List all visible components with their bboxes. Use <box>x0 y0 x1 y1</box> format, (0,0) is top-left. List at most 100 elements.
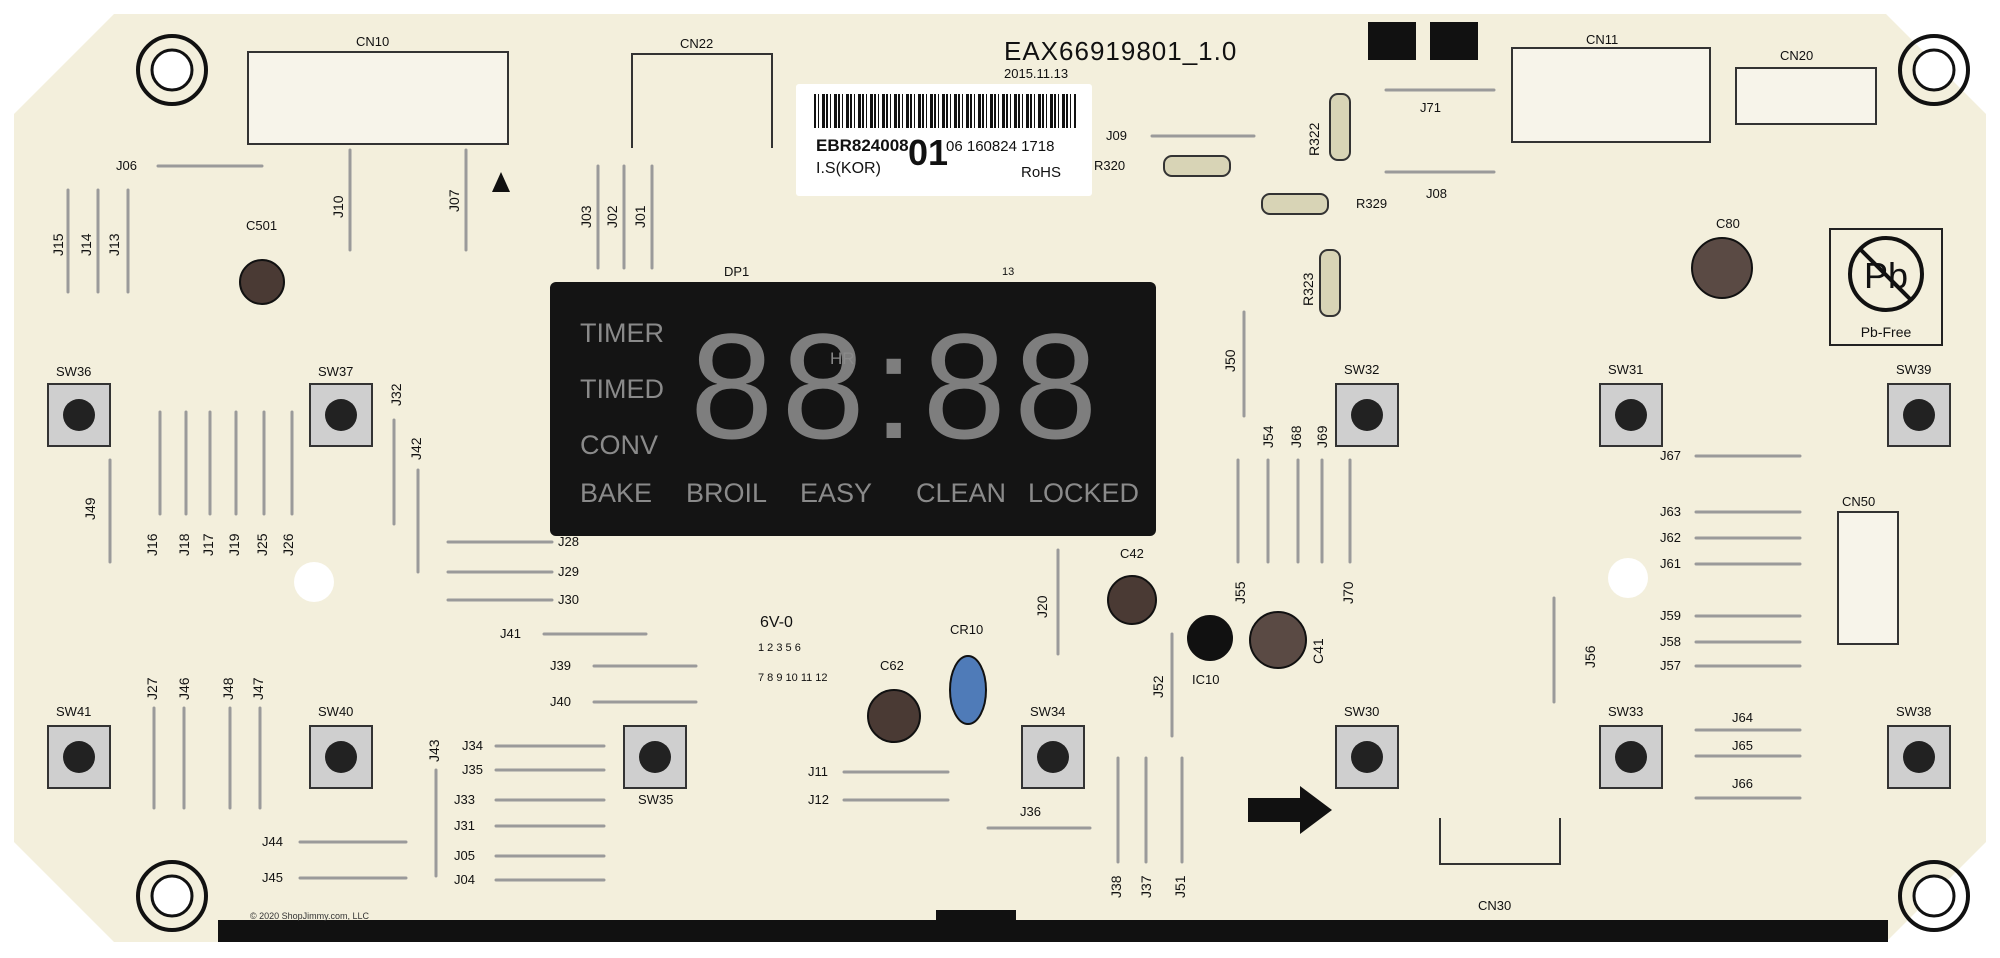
jumper-label: J63 <box>1660 504 1681 519</box>
jumper-label: J64 <box>1732 710 1753 725</box>
connector-label: CN50 <box>1842 494 1876 509</box>
display-conv-label: CONV <box>580 430 659 460</box>
jumper-label: J18 <box>176 533 192 556</box>
jumper-label: J39 <box>550 658 571 673</box>
jumper-label: J31 <box>454 818 475 833</box>
jumper-label: J69 <box>1314 425 1330 448</box>
mounting-holes <box>136 34 1970 932</box>
display-clean-label: CLEAN <box>916 478 1007 508</box>
component-label: C501 <box>246 218 278 233</box>
jumper-label: J30 <box>558 592 579 607</box>
switch-label: SW31 <box>1608 362 1644 377</box>
ul-table-row2: 7 8 9 10 11 12 <box>758 672 828 684</box>
copyright: © 2020 ShopJimmy.com, LLC <box>250 911 370 921</box>
sticker-version: 01 <box>908 132 949 173</box>
flammability-rating: 6V-0 <box>760 614 793 631</box>
jumper-label: J08 <box>1426 186 1447 201</box>
component-label: R322 <box>1306 122 1322 156</box>
jumper-label: J43 <box>426 739 442 762</box>
jumper-label: J71 <box>1420 100 1441 115</box>
component-label: IC10 <box>1192 672 1220 687</box>
switch-label: SW34 <box>1030 704 1066 719</box>
jumper-label: J28 <box>558 534 579 549</box>
jumper-label: J54 <box>1260 425 1276 448</box>
jumper-label: J04 <box>454 872 475 887</box>
jumper-label: J36 <box>1020 804 1041 819</box>
jumper-label: J55 <box>1232 581 1248 604</box>
display-timer-label: TIMER <box>580 318 664 348</box>
lcd-display: TIMER TIMED CONV 88:88 HR BAKE BROIL EAS… <box>550 282 1156 536</box>
jumper-label: J59 <box>1660 608 1681 623</box>
jumper-label: J29 <box>558 564 579 579</box>
pb-free-mark: Pb Pb-Free <box>1829 228 1943 346</box>
switch-label: SW38 <box>1896 704 1932 719</box>
part-number: EAX66919801_1.0 <box>1004 36 1238 66</box>
jumper-label: J16 <box>144 533 160 556</box>
jumper-label: J66 <box>1732 776 1753 791</box>
pb-free-icon: Pb <box>1848 236 1924 312</box>
jumper-label: J10 <box>330 195 346 218</box>
display-broil-label: BROIL <box>686 478 768 508</box>
jumper-label: J61 <box>1660 556 1681 571</box>
switch-label: SW30 <box>1344 704 1380 719</box>
jumper-label: J06 <box>116 158 137 173</box>
jumper-label: J27 <box>144 677 160 700</box>
display-locked-label: LOCKED <box>1028 478 1140 508</box>
jumper-label: J11 <box>808 764 828 779</box>
jumper-label: J67 <box>1660 448 1681 463</box>
display-digits: 88:88 <box>690 302 1106 470</box>
board-date: 2015.11.13 <box>1004 66 1069 81</box>
jumper-label: J65 <box>1732 738 1753 753</box>
component-label: CR10 <box>950 622 984 637</box>
jumper-label: J58 <box>1660 634 1681 649</box>
display-easy-label: EASY <box>800 478 873 508</box>
svg-text:Pb: Pb <box>1864 255 1908 296</box>
display-hr-label: HR <box>830 349 855 368</box>
jumper-label: J15 <box>50 233 66 256</box>
jumper-label: J12 <box>808 792 829 807</box>
switch-label: SW39 <box>1896 362 1932 377</box>
jumper-label: J38 <box>1108 875 1124 898</box>
component-label: R329 <box>1356 196 1388 211</box>
jumper-label: J32 <box>388 383 404 406</box>
ul-table-row1: 1 2 3 5 6 <box>758 642 801 654</box>
jumper-label: J05 <box>454 848 475 863</box>
jumper-label: J02 <box>604 205 620 228</box>
jumper-label: J35 <box>462 762 483 777</box>
jumper-wires <box>66 88 1802 882</box>
jumper-label: J48 <box>220 677 236 700</box>
jumper-label: J42 <box>408 437 424 460</box>
jumper-label: J40 <box>550 694 571 709</box>
jumper-label: J20 <box>1034 595 1050 618</box>
jumper-label: J13 <box>106 233 122 256</box>
label-sticker: EBR824008 01 06 160824 1718 I.S(KOR) RoH… <box>796 84 1092 196</box>
jumper-label: J46 <box>176 677 192 700</box>
connector-label: CN30 <box>1478 898 1512 913</box>
switch-label: SW36 <box>56 364 92 379</box>
jumper-label: J41 <box>500 626 521 641</box>
jumper-label: J26 <box>280 533 296 556</box>
jumper-label: J09 <box>1106 128 1127 143</box>
jumper-label: J44 <box>262 834 283 849</box>
jumper-label: J17 <box>200 533 216 556</box>
switch-label: SW35 <box>638 792 674 807</box>
component-label: R323 <box>1300 272 1316 306</box>
jumper-label: J49 <box>82 497 98 520</box>
sticker-code: 06 160824 1718 <box>946 138 1055 155</box>
display-timed-label: TIMED <box>580 374 664 404</box>
tactile-switch-array <box>47 383 1951 789</box>
connector-label: CN10 <box>356 34 390 49</box>
sticker-rohs: RoHS <box>1021 164 1062 181</box>
component-label: C80 <box>1716 216 1740 231</box>
switch-label: SW32 <box>1344 362 1380 377</box>
jumper-label: J03 <box>578 205 594 228</box>
jumper-label: J56 <box>1582 645 1598 668</box>
pb-free-label: Pb-Free <box>1860 324 1912 340</box>
jumper-label: J14 <box>78 233 94 256</box>
jumper-label: J68 <box>1288 425 1304 448</box>
component-label: C41 <box>1310 638 1326 664</box>
jumper-label: J62 <box>1660 530 1681 545</box>
switch-label: SW33 <box>1608 704 1644 719</box>
switch-label: SW40 <box>318 704 354 719</box>
